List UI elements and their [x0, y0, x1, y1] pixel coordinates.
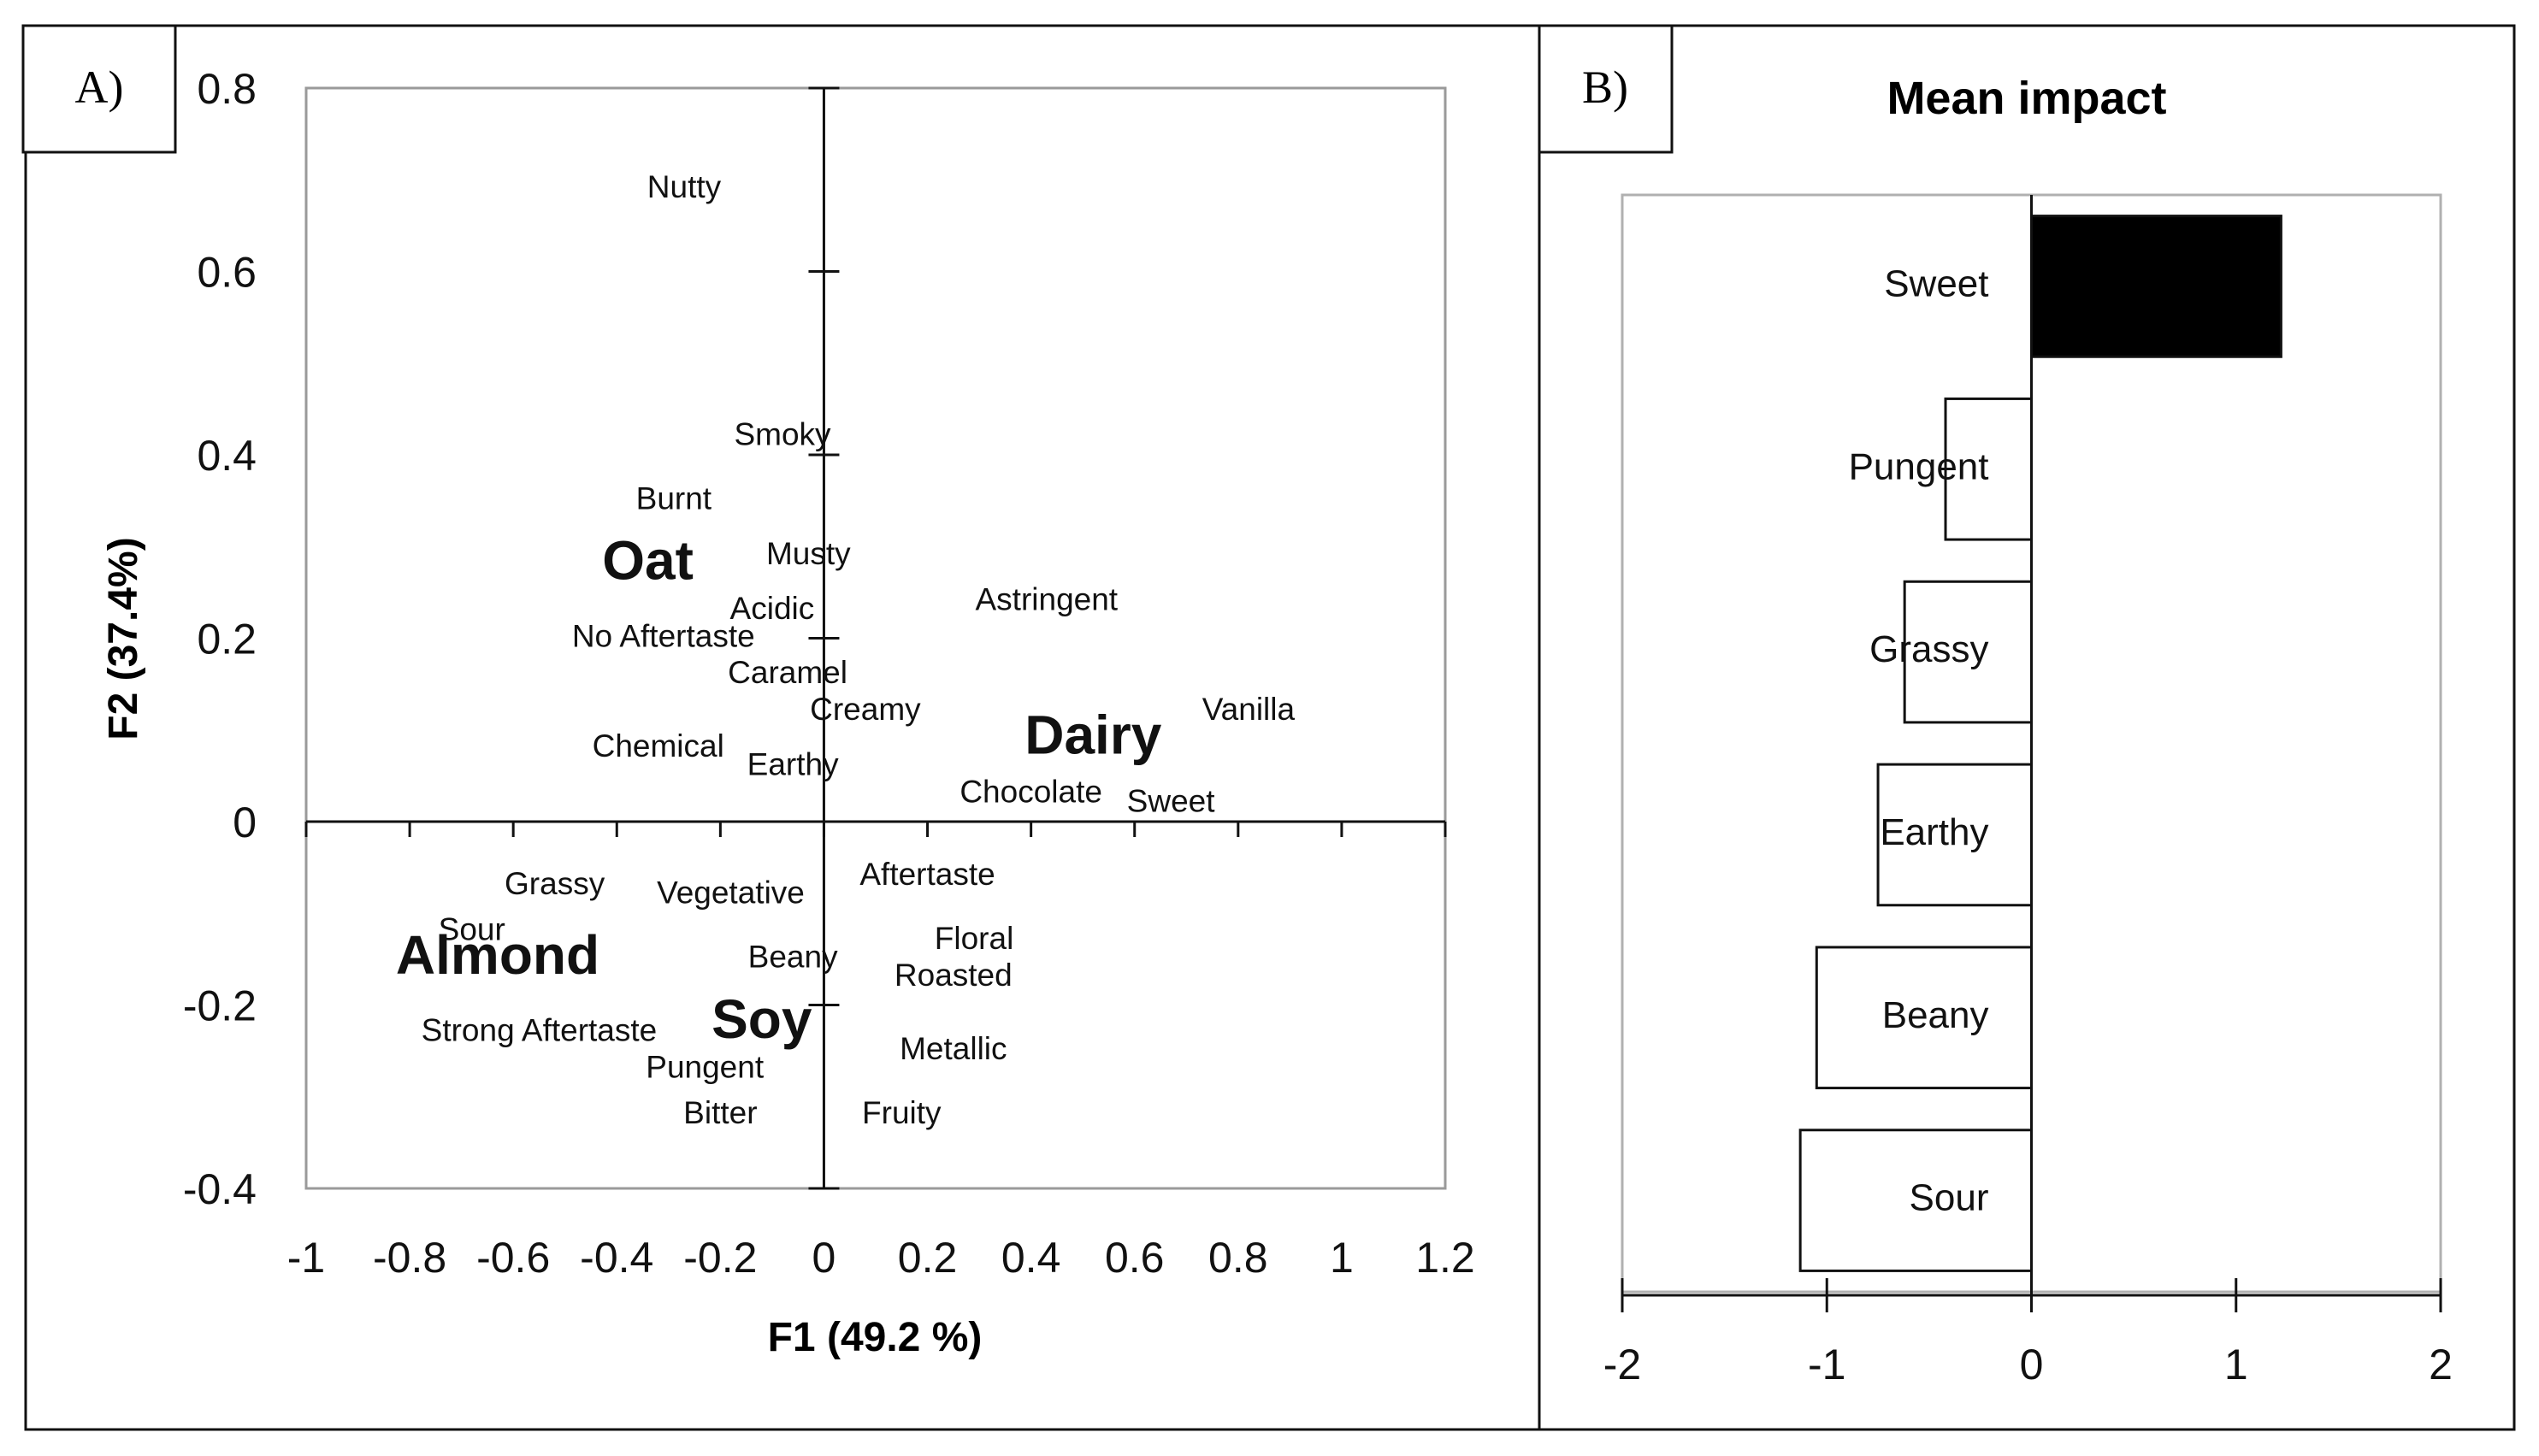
panel-b-label: B) — [1582, 62, 1628, 113]
attribute-label: Musty — [766, 536, 851, 571]
y-tick-label-a: 0.8 — [197, 65, 257, 113]
category-label: Sour — [1910, 1177, 1989, 1219]
attribute-label: Beany — [748, 940, 838, 975]
plot-area-a — [304, 86, 1447, 1190]
category-label: Beany — [1882, 994, 1989, 1036]
y-tick-label-a: -0.2 — [183, 982, 257, 1030]
attribute-label: Creamy — [810, 692, 921, 727]
panel-a-label: A) — [75, 62, 124, 113]
x-tick-label-a: 0.8 — [1208, 1234, 1268, 1282]
x-tick-label-a: -0.2 — [683, 1234, 757, 1282]
y-tick-label-a: 0.4 — [197, 432, 257, 480]
attribute-label: Nutty — [647, 169, 722, 204]
chart-title-b: Mean impact — [1887, 73, 2166, 124]
attribute-label: Grassy — [505, 866, 605, 901]
x-tick-label-a: -1 — [287, 1234, 325, 1282]
product-label: Dairy — [1024, 704, 1162, 765]
attribute-label: Metallic — [900, 1031, 1007, 1066]
attribute-label: Pungent — [646, 1049, 765, 1084]
attribute-label: Strong Aftertaste — [422, 1012, 658, 1047]
category-label: Earthy — [1880, 811, 1988, 853]
attribute-label: Bitter — [683, 1095, 757, 1130]
x-tick-label-b: -1 — [1808, 1341, 1845, 1388]
y-tick-label-a: 0.6 — [197, 249, 257, 297]
y-tick-labels-a: -0.4 -0.2 0 0.2 0.4 0.6 0.8 — [183, 65, 257, 1213]
x-tick-label-a: 0 — [812, 1234, 836, 1282]
attribute-label: Acidic — [730, 591, 815, 626]
product-label: Almond — [396, 924, 599, 986]
panel-a-label-box — [21, 24, 177, 154]
attribute-label: Chocolate — [960, 775, 1102, 810]
attribute-label: Chemical — [593, 728, 724, 763]
attribute-label: Roasted — [895, 958, 1013, 993]
product-label: Oat — [602, 530, 694, 592]
y-axis-title-a: F2 (37.4%) — [101, 537, 146, 740]
bar — [1876, 763, 2033, 907]
panel-b-frame — [1538, 24, 2516, 1431]
bar — [2030, 215, 2282, 358]
attribute-label: No Aftertaste — [572, 618, 755, 653]
attribute-label: Aftertaste — [859, 857, 995, 892]
x-tick-label-a: -0.8 — [373, 1234, 446, 1282]
attribute-label: Fruity — [862, 1095, 942, 1130]
category-label: Grassy — [1869, 628, 1988, 670]
x-tick-label-b: 0 — [2020, 1341, 2044, 1388]
attribute-label: Smoky — [734, 416, 831, 451]
x-tick-label-b: 2 — [2429, 1341, 2453, 1388]
y-tick-label-a: 0 — [233, 799, 257, 846]
x-tick-label-a: 0.4 — [1001, 1234, 1061, 1282]
x-tick-labels-b: -2 -1 0 1 2 — [1603, 1341, 2453, 1388]
x-tick-label-a: -0.4 — [580, 1234, 653, 1282]
x-tick-label-a: 1 — [1330, 1234, 1354, 1282]
attribute-label: Floral — [935, 921, 1014, 956]
category-label: Pungent — [1849, 445, 1989, 487]
attribute-label: Vegetative — [657, 875, 805, 911]
product-label: Soy — [712, 988, 812, 1050]
x-tick-label-a: 0.2 — [898, 1234, 958, 1282]
y-tick-label-a: -0.4 — [183, 1165, 257, 1213]
attribute-label: Astringent — [976, 581, 1119, 616]
attribute-label: Caramel — [728, 655, 847, 690]
x-tick-label-b: -2 — [1603, 1341, 1641, 1388]
panel-b-label-box — [1538, 24, 1674, 154]
x-tick-label-b: 1 — [2224, 1341, 2248, 1388]
panel-a: A) -1 -0.8 -0.6 -0.4 -0.2 0 0.2 0.4 0.6 0.8 1 1.2 -… — [21, 24, 1541, 1431]
attribute-label: Sweet — [1127, 783, 1216, 818]
bar — [1944, 397, 2033, 541]
attribute-label: Earthy — [747, 746, 839, 781]
y-tick-label-a: 0.2 — [197, 616, 257, 663]
x-tick-label-a: 0.6 — [1105, 1234, 1165, 1282]
x-tick-labels-a: -1 -0.8 -0.6 -0.4 -0.2 0 0.2 0.4 0.6 0.8 1 1.2 — [287, 1234, 1475, 1282]
bar — [1798, 1129, 2033, 1272]
attribute-label: Burnt — [636, 480, 712, 516]
panel-a-frame — [24, 24, 1541, 1431]
x-axis-title-a: F1 (49.2 %) — [768, 1315, 983, 1360]
x-tick-label-a: -0.6 — [476, 1234, 550, 1282]
axes-b — [1621, 195, 2442, 1312]
attribute-label: Sour — [439, 911, 505, 946]
category-label: Sweet — [1884, 263, 1988, 305]
x-tick-label-a: 1.2 — [1415, 1234, 1475, 1282]
attribute-label: Vanilla — [1202, 692, 1296, 727]
panel-b: B) Mean impact SweetPungentGrassyEarthyB… — [1538, 24, 2516, 1431]
axes-a — [304, 86, 1447, 1190]
